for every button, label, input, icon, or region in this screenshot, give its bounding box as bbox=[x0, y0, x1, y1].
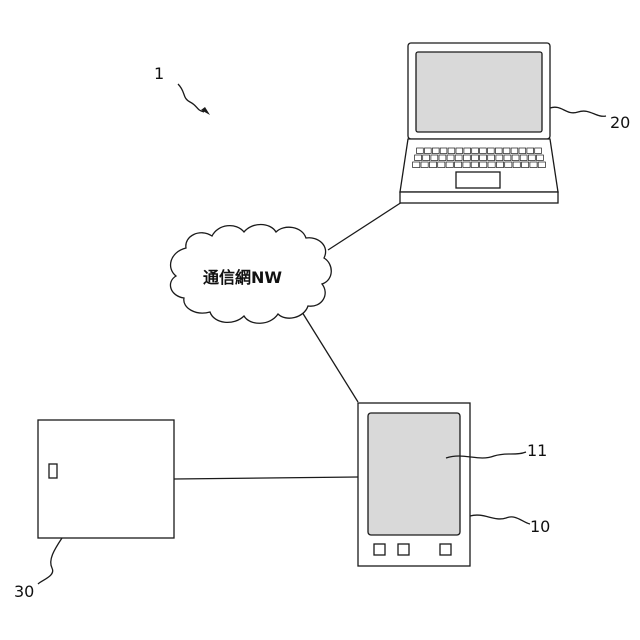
system-ref-leader bbox=[178, 84, 204, 112]
keyboard-key bbox=[438, 162, 445, 168]
link-box-tablet bbox=[174, 477, 358, 479]
keyboard-key bbox=[463, 162, 470, 168]
laptop-touchpad bbox=[456, 172, 500, 188]
tablet-ref-label: 10 bbox=[530, 517, 550, 536]
keyboard-key bbox=[511, 148, 518, 154]
keyboard-key bbox=[425, 148, 432, 154]
network-label: 通信網NW bbox=[203, 268, 282, 287]
keyboard-key bbox=[431, 155, 438, 161]
keyboard-key bbox=[413, 162, 420, 168]
keyboard-key bbox=[455, 162, 462, 168]
keyboard-key bbox=[538, 162, 545, 168]
box-device: 30 bbox=[14, 420, 174, 601]
box-device-body bbox=[38, 420, 174, 538]
laptop: 20 bbox=[400, 43, 630, 203]
box-ref-leader bbox=[38, 538, 62, 584]
keyboard-key bbox=[535, 148, 542, 154]
keyboard-key bbox=[480, 155, 487, 161]
keyboard-key bbox=[495, 148, 502, 154]
tablet-button-right bbox=[440, 544, 451, 555]
system-ref-label: 1 bbox=[154, 64, 164, 83]
keyboard-key bbox=[496, 155, 503, 161]
link-network-tablet bbox=[302, 312, 358, 402]
laptop-base-front bbox=[400, 192, 558, 203]
keyboard-key bbox=[464, 148, 471, 154]
keyboard-key bbox=[472, 148, 479, 154]
keyboard-key bbox=[456, 148, 463, 154]
keyboard-key bbox=[423, 155, 430, 161]
keyboard-key bbox=[512, 155, 519, 161]
keyboard-key bbox=[488, 155, 495, 161]
laptop-ref-label: 20 bbox=[610, 113, 630, 132]
tablet-button-middle bbox=[398, 544, 409, 555]
keyboard-key bbox=[488, 148, 495, 154]
keyboard-key bbox=[439, 155, 446, 161]
keyboard-key bbox=[440, 148, 447, 154]
keyboard-key bbox=[471, 162, 478, 168]
keyboard-key bbox=[448, 148, 455, 154]
keyboard-key bbox=[504, 155, 511, 161]
keyboard-key bbox=[513, 162, 520, 168]
keyboard-key bbox=[417, 148, 424, 154]
tablet-button-left bbox=[374, 544, 385, 555]
keyboard-key bbox=[455, 155, 462, 161]
box-device-handle bbox=[49, 464, 57, 478]
keyboard-key bbox=[463, 155, 470, 161]
keyboard-key bbox=[519, 148, 526, 154]
keyboard-key bbox=[421, 162, 428, 168]
laptop-screen bbox=[416, 52, 542, 132]
link-network-laptop bbox=[328, 202, 402, 250]
keyboard-key bbox=[480, 162, 487, 168]
keyboard-key bbox=[446, 162, 453, 168]
keyboard-key bbox=[429, 162, 436, 168]
keyboard-key bbox=[530, 162, 537, 168]
box-ref-label: 30 bbox=[14, 582, 34, 601]
keyboard-key bbox=[522, 162, 529, 168]
tablet-ref-leader bbox=[470, 515, 530, 524]
keyboard-key bbox=[472, 155, 479, 161]
keyboard-key bbox=[505, 162, 512, 168]
keyboard-key bbox=[480, 148, 487, 154]
tablet-screen-ref-label: 11 bbox=[527, 441, 547, 460]
keyboard-key bbox=[520, 155, 527, 161]
keyboard-key bbox=[503, 148, 510, 154]
keyboard-key bbox=[432, 148, 439, 154]
keyboard-key bbox=[415, 155, 422, 161]
keyboard-key bbox=[537, 155, 544, 161]
laptop-ref-leader bbox=[550, 107, 606, 116]
keyboard-key bbox=[488, 162, 495, 168]
keyboard-key bbox=[528, 155, 535, 161]
keyboard-key bbox=[527, 148, 534, 154]
tablet-screen bbox=[368, 413, 460, 535]
keyboard-key bbox=[447, 155, 454, 161]
network-cloud: 通信網NW bbox=[170, 225, 331, 324]
tablet: 11 10 bbox=[358, 403, 550, 566]
keyboard-key bbox=[496, 162, 503, 168]
